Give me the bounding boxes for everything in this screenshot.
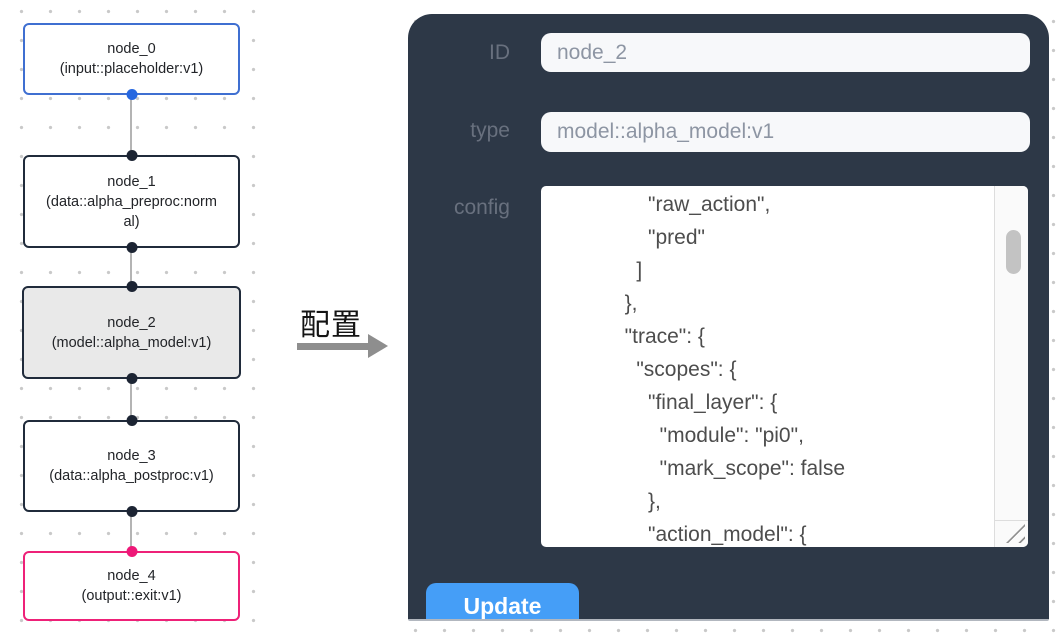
flow-node-node_3[interactable]: node_3 (data::alpha_postproc:v1) [23, 415, 240, 517]
config-field-label: config [453, 196, 510, 219]
node-type-label: (output::exit:v1) [81, 588, 182, 604]
config-json-text[interactable]: "raw_action", "pred" ] }, "trace": { "sc… [624, 193, 845, 546]
output-port[interactable] [126, 506, 137, 517]
id-field-label: ID [489, 41, 510, 64]
configure-annotation-label: 配置 [300, 309, 362, 342]
node-type-label: (data::alpha_postproc:v1) [49, 468, 214, 484]
right-arrow-icon [297, 343, 370, 350]
edge-node1-node2 [130, 248, 132, 286]
edge-node0-node1 [130, 95, 132, 155]
type-input[interactable] [541, 112, 1030, 152]
input-port[interactable] [126, 546, 137, 557]
input-port[interactable] [126, 415, 137, 426]
flow-node-node_2[interactable]: node_2 (model::alpha_model:v1) [22, 281, 241, 384]
node-config-panel: ID type config "raw_action", "pred" ] },… [408, 14, 1049, 621]
node-title: node_0 [107, 41, 156, 57]
edge-node3-node4 [130, 512, 132, 551]
node-title: node_3 [107, 448, 156, 464]
edge-node2-node3 [130, 379, 132, 420]
flow-node-node_4[interactable]: node_4 (output::exit:v1) [23, 546, 240, 621]
editor-background-canvas: ID type config "raw_action", "pred" ] },… [395, 0, 1062, 643]
output-port[interactable] [126, 373, 137, 384]
node-title: node_4 [107, 568, 156, 584]
flow-node-node_1[interactable]: node_1 (data::alpha_preproc:normal) [23, 150, 240, 253]
flow-canvas[interactable]: node_0 (input::placeholder:v1) node_1 (d… [0, 0, 268, 643]
input-port[interactable] [126, 150, 137, 161]
id-input[interactable] [541, 33, 1030, 72]
flow-node-node_0[interactable]: node_0 (input::placeholder:v1) [23, 23, 240, 100]
scrollbar-thumb[interactable] [1006, 230, 1021, 274]
type-field-label: type [470, 119, 510, 142]
update-button[interactable]: Update [426, 583, 579, 619]
right-arrow-head-icon [368, 334, 388, 358]
input-port[interactable] [126, 281, 137, 292]
config-textarea[interactable]: "raw_action", "pred" ] }, "trace": { "sc… [541, 186, 1028, 547]
node-title: node_1 [107, 173, 156, 190]
output-port[interactable] [126, 242, 137, 253]
node-type-label: (input::placeholder:v1) [59, 61, 204, 77]
node-title: node_2 [107, 314, 156, 331]
node-type-label: (data::alpha_preproc:normal) [46, 193, 217, 230]
node-type-label: (model::alpha_model:v1) [51, 334, 212, 351]
output-port[interactable] [126, 89, 137, 100]
